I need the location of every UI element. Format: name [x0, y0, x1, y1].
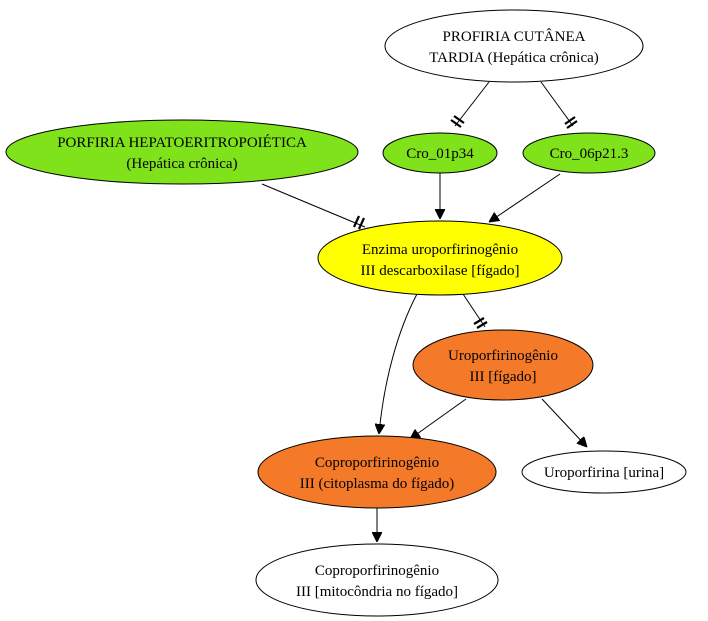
node-uro: Uroporfirinogênio III [fígado] [412, 329, 594, 401]
node-copro-label-1: Coproporfirinogênio [315, 455, 439, 471]
node-phe-label-1: PORFIRIA HEPATOERITROPOIÉTICA [57, 134, 307, 151]
node-urina-shape [521, 450, 687, 494]
node-pct-label-2: TARDIA (Hepática crônica) [429, 50, 599, 66]
node-copro-shape [257, 435, 497, 509]
node-enzyme-label-2: III descarboxilase [fígado] [360, 263, 519, 279]
node-urina: Uroporfirina [urina] [521, 450, 687, 494]
node-cro01-label: Cro_01p34 [406, 146, 474, 162]
node-phe-shape [5, 119, 359, 185]
node-enzyme-label-1: Enzima uroporfirinogênio [362, 242, 518, 258]
node-mito-label-1: Coproporfirinogênio [315, 563, 439, 579]
edge-phe-enzyme [261, 183, 366, 228]
edge-uro-copro [410, 398, 467, 439]
node-uro-label-1: Uroporfirinogênio [448, 348, 558, 364]
node-copro: Coproporfirinogênio III (citoplasma do f… [257, 435, 497, 509]
node-phe-label-2: (Hepática crônica) [126, 156, 237, 172]
node-cro06: Cro_06p21.3 [522, 132, 656, 174]
node-enzyme: Enzima uroporfirinogênio III descarboxil… [317, 220, 563, 296]
node-copro-label-2: III (citoplasma do fígado) [300, 476, 455, 492]
edges [261, 81, 587, 542]
node-pct-shape [384, 9, 644, 83]
node-uro-label-2: III [fígado] [469, 369, 536, 385]
node-urina-label: Uroporfirina [urina] [544, 465, 664, 481]
node-cro06-label: Cro_06p21.3 [550, 146, 629, 162]
edge-phe-enzyme-tee [352, 215, 361, 228]
node-phe: PORFIRIA HEPATOERITROPOIÉTICA (Hepática … [5, 119, 359, 185]
node-enzyme-shape [317, 220, 563, 296]
node-cro01-shape [382, 132, 498, 174]
node-uro-shape [412, 329, 594, 401]
edge-pct-cro01-tee [450, 119, 462, 128]
edge-enzyme-uro [462, 293, 486, 328]
edge-pct-cro06-tee [564, 116, 576, 125]
edge-pct-cro01 [454, 81, 490, 127]
edge-enzyme-copro [379, 293, 418, 434]
node-pct: PROFIRIA CUTÂNEA TARDIA (Hepática crônic… [384, 9, 644, 83]
edge-pct-cro06 [540, 81, 574, 127]
edge-cro06-enzyme [489, 173, 561, 222]
node-cro06-shape [522, 132, 656, 174]
node-mito: Coproporfirinogênio III [mitocôndria no … [255, 543, 499, 617]
node-mito-label-2: III [mitocôndria no fígado] [296, 584, 458, 600]
edge-enzyme-uro-tee [473, 317, 485, 325]
node-pct-label-1: PROFIRIA CUTÂNEA [443, 28, 586, 45]
edge-uro-urina [541, 398, 587, 447]
node-cro01: Cro_01p34 [382, 132, 498, 174]
node-mito-shape [255, 543, 499, 617]
